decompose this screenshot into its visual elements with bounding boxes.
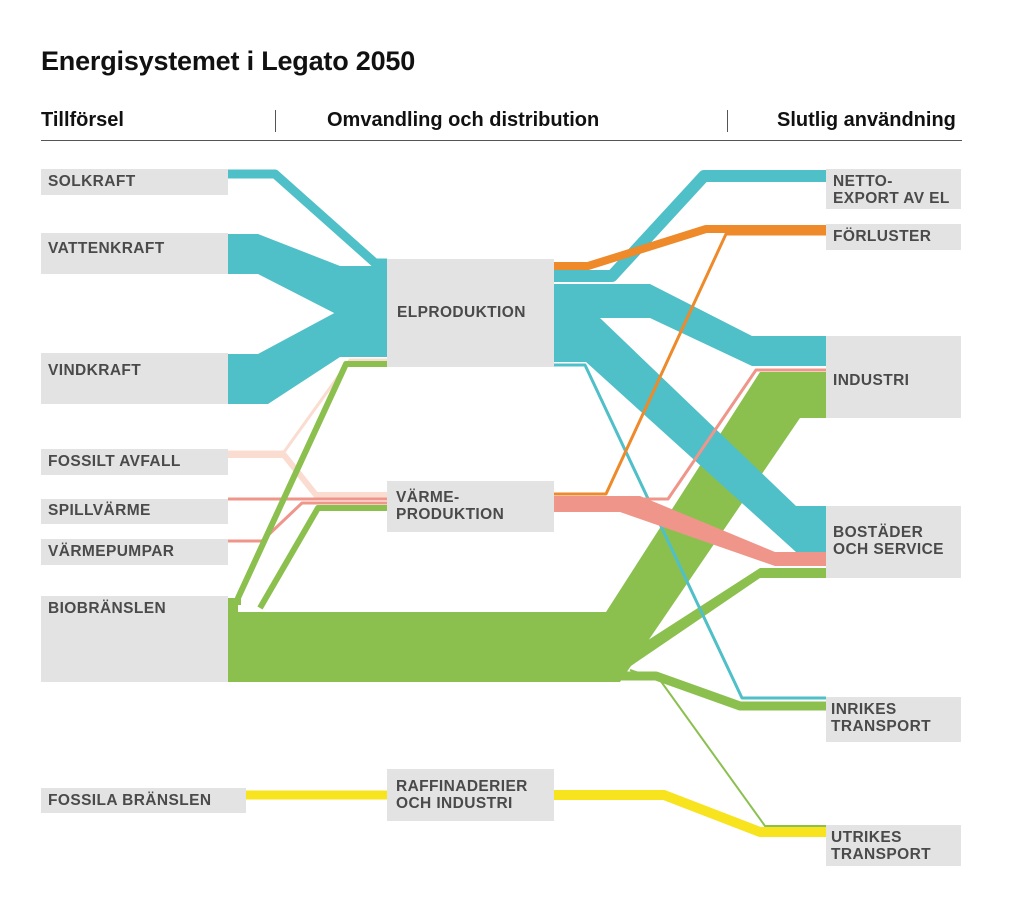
- node-elproduktion: ELPRODUKTION: [387, 259, 554, 367]
- node-fossila-branslen: FOSSILA BRÄNSLEN: [41, 788, 246, 813]
- column-header-conversion: Omvandling och distribution: [327, 109, 600, 131]
- node-biobranslen: BIOBRÄNSLEN: [41, 596, 228, 682]
- header-rule: [41, 140, 962, 141]
- diagram-title: Energisystemet i Legato 2050: [41, 46, 416, 76]
- flow-bio-industri: [606, 372, 826, 682]
- flow-el-forluster: [554, 225, 826, 270]
- flow-bio-trunk: [228, 598, 606, 682]
- node-solkraft: SOLKRAFT: [41, 169, 228, 195]
- node-vindkraft: VINDKRAFT: [41, 353, 228, 404]
- flow-fossilt-avfall-varme: [228, 452, 387, 498]
- flow-el-bostader: [554, 318, 826, 552]
- flow-varme-forluster: [554, 232, 826, 496]
- flow-varme-bostader: [554, 496, 826, 566]
- flow-varmepumpar-varme: [228, 501, 387, 543]
- flow-bio-inrikes: [606, 671, 826, 711]
- flow-raff-utrikes: [554, 790, 826, 837]
- flow-el-industri: [554, 284, 826, 366]
- flow-el-export: [554, 170, 826, 282]
- node-nettoexport: NETTO-EXPORT AV EL: [826, 169, 961, 209]
- flow-vindkraft-el: [228, 310, 387, 404]
- node-varmepumpar: VÄRMEPUMPAR: [41, 539, 228, 565]
- flow-vattenkraft-el: [228, 234, 387, 316]
- flow-bio-utrikes: [629, 669, 826, 827]
- column-divider: [727, 110, 728, 132]
- column-header-supply: Tillförsel: [41, 109, 124, 131]
- flow-bio-bostader: [614, 568, 826, 670]
- node-forluster: FÖRLUSTER: [826, 224, 961, 250]
- node-vattenkraft: VATTENKRAFT: [41, 233, 228, 274]
- flow-solkraft-el: [228, 169, 387, 268]
- flow-bio-varme: [257, 505, 387, 610]
- flow-el-inrikes: [554, 363, 826, 700]
- node-varmeproduktion: VÄRME-PRODUKTION: [387, 481, 554, 532]
- node-fossilt-avfall: FOSSILT AVFALL: [41, 449, 228, 475]
- node-spillvarme: SPILLVÄRME: [41, 499, 228, 524]
- column-divider: [275, 110, 276, 132]
- column-header-end-use: Slutlig användning: [777, 109, 956, 131]
- node-industri: INDUSTRI: [826, 336, 961, 418]
